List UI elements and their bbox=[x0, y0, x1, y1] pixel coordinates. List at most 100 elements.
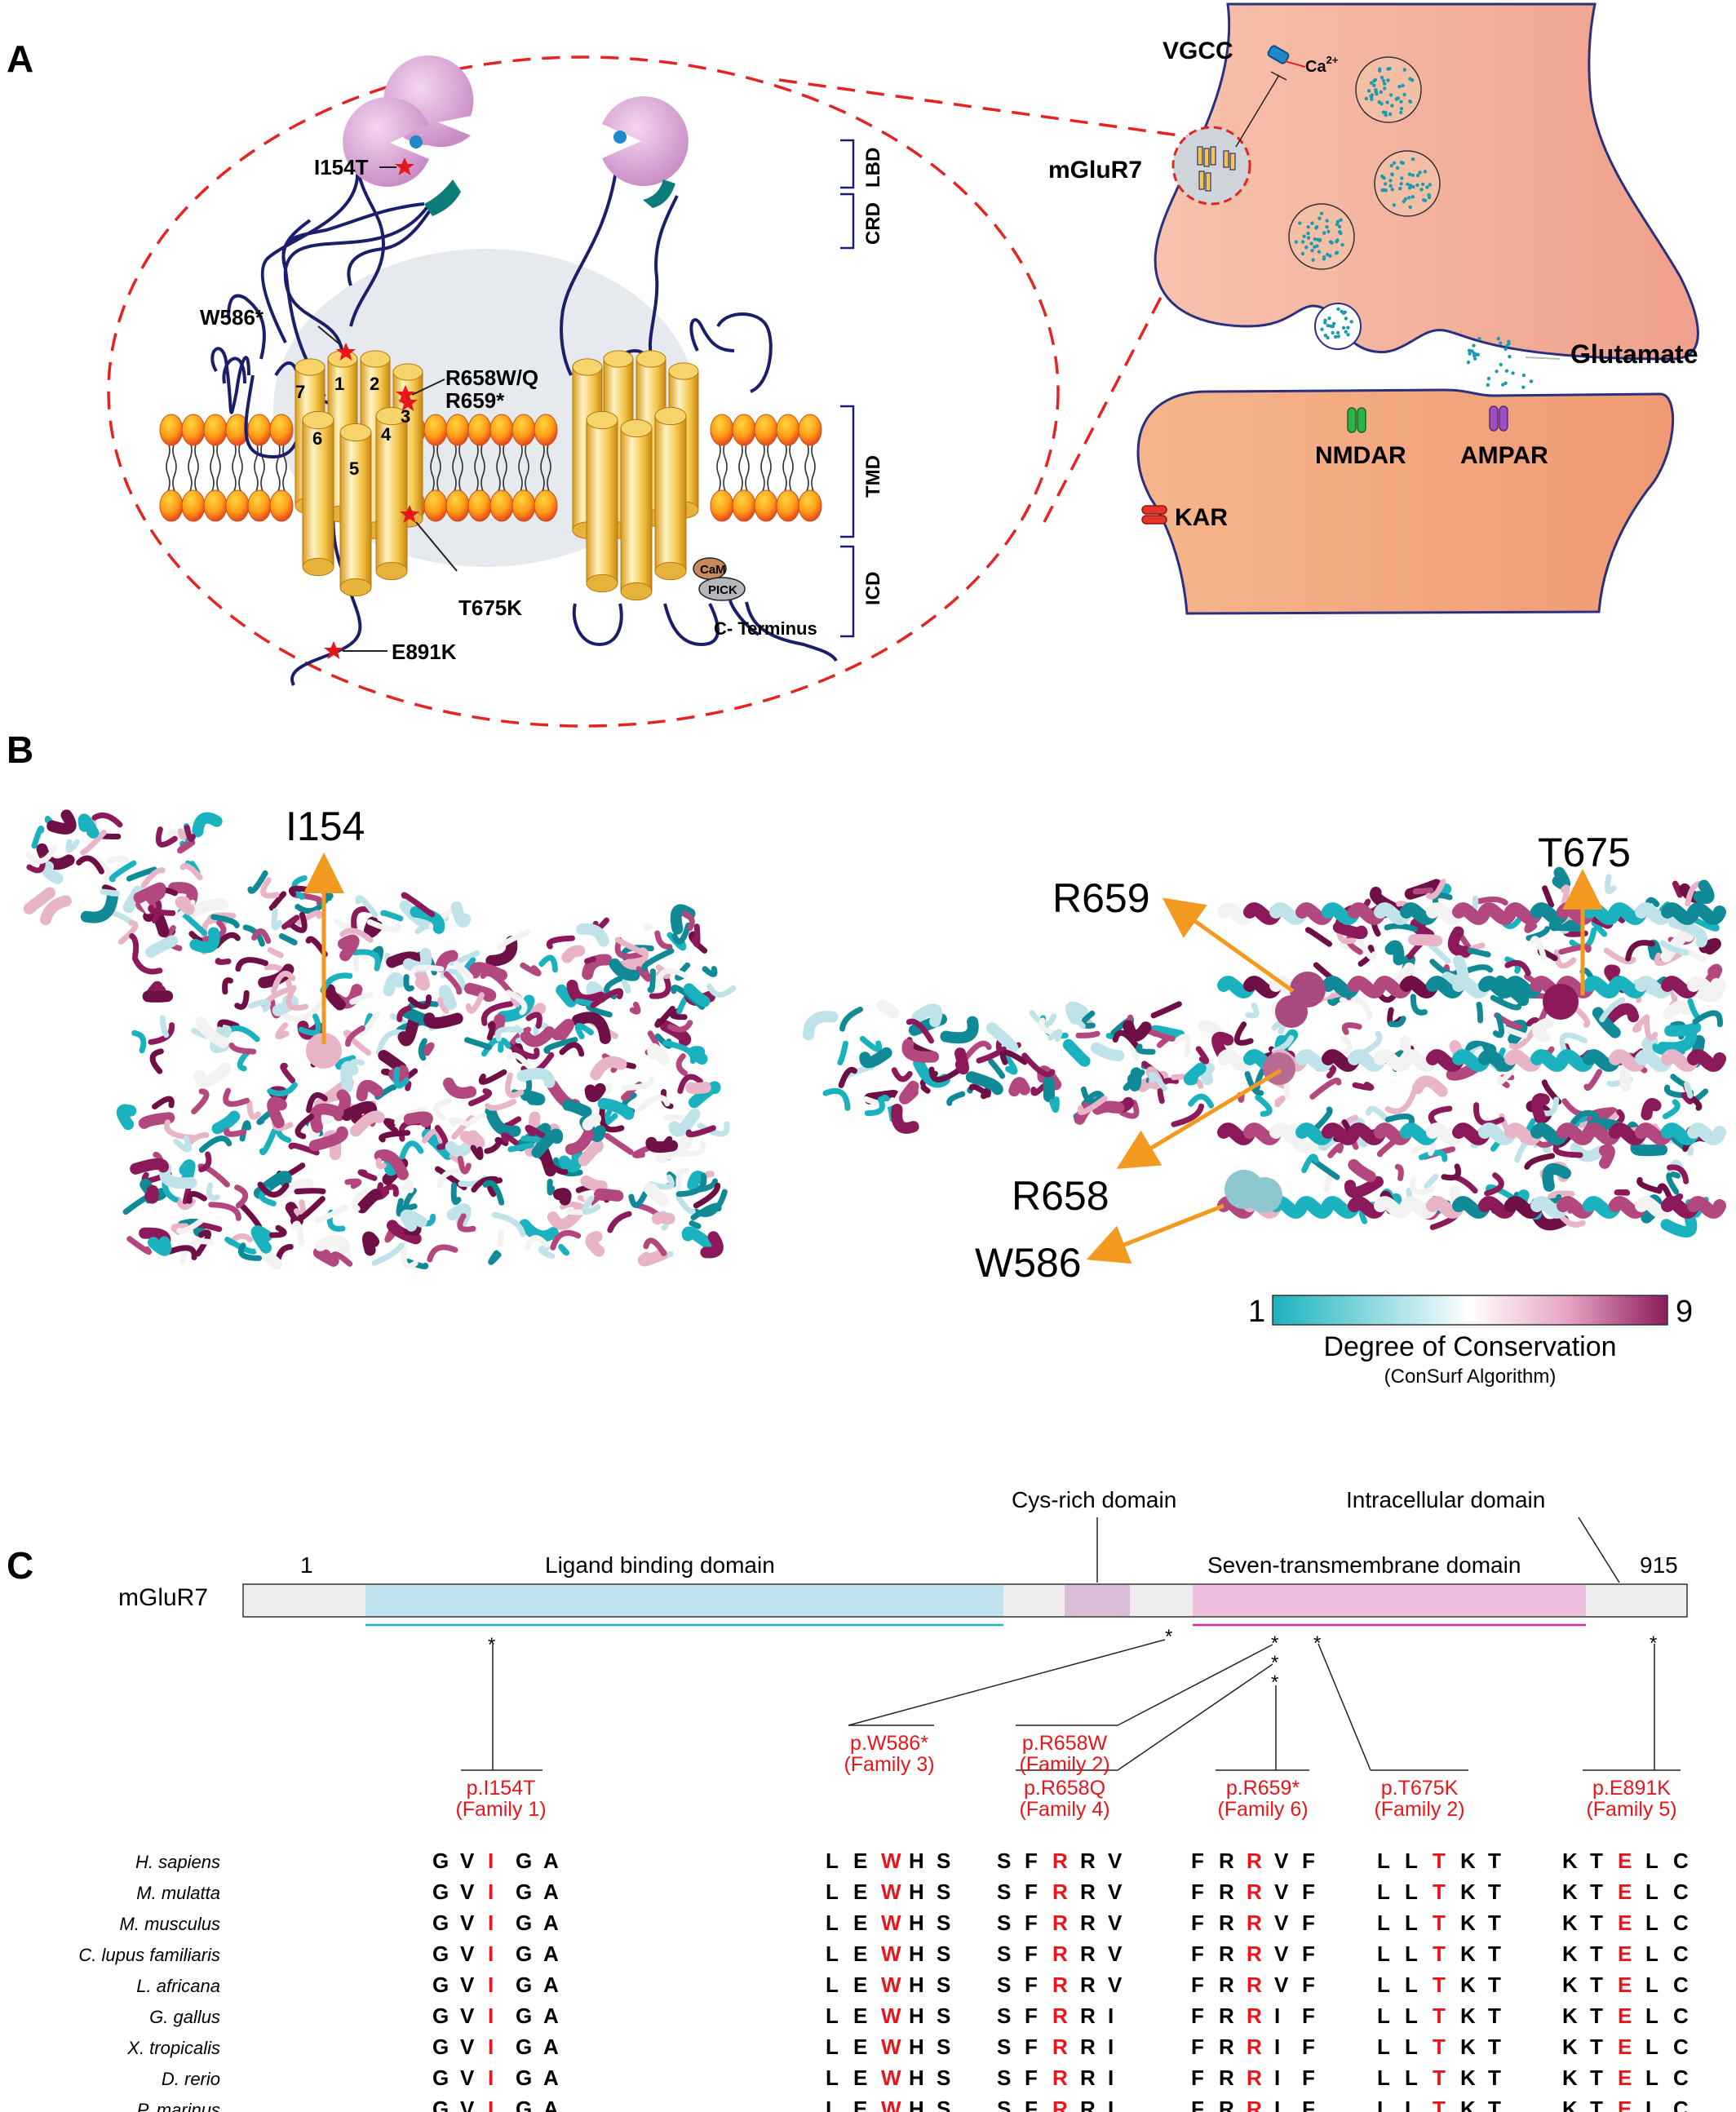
helix-cylinder bbox=[339, 423, 372, 597]
alignment-residue: H bbox=[909, 1973, 924, 1997]
glutamate-dots bbox=[1294, 66, 1432, 262]
alignment-residue: F bbox=[1302, 2097, 1315, 2112]
alignment-residue: T bbox=[1433, 2035, 1446, 2059]
alignment-residue: F bbox=[1025, 1880, 1038, 1904]
receptor-loops bbox=[210, 162, 838, 686]
lipid bbox=[534, 414, 558, 522]
alignment-residue: E bbox=[853, 2004, 867, 2028]
alignment-residue: R bbox=[1247, 1942, 1262, 1966]
alignment-residue: F bbox=[1025, 2035, 1038, 2059]
kar-icon bbox=[1141, 505, 1167, 525]
bracket-lbd: LBD bbox=[862, 148, 884, 188]
vc-w586-name: p.W586* bbox=[850, 1732, 928, 1755]
alignment-residue: F bbox=[1302, 1911, 1315, 1935]
star-r658-2: * bbox=[1271, 1652, 1278, 1674]
glutamate-pointer bbox=[1525, 356, 1561, 360]
alignment-residue: A bbox=[543, 1880, 559, 1904]
lipid bbox=[489, 414, 514, 522]
residue-arrows bbox=[303, 852, 1603, 1264]
alignment-residue: R bbox=[1247, 1973, 1262, 1997]
lipid bbox=[181, 414, 206, 522]
alignment-residue: I bbox=[488, 2066, 494, 2090]
alignment-residue: T bbox=[1488, 2066, 1501, 2090]
ca-arrow bbox=[1284, 60, 1306, 68]
vc-e891k-name: p.E891K bbox=[1592, 1777, 1671, 1800]
species-name: C. lupus familiaris bbox=[78, 1945, 220, 1965]
alignment-residue: F bbox=[1025, 1911, 1038, 1935]
alignment-residue: S bbox=[997, 1942, 1011, 1966]
c-terminus-label: C- Terminus bbox=[714, 618, 817, 639]
alignment-residue: R bbox=[1219, 1880, 1234, 1904]
alignment-residue: T bbox=[1433, 1942, 1446, 1966]
alignment-residue: E bbox=[1618, 2066, 1632, 2090]
alignment-residue: G bbox=[432, 2035, 449, 2059]
ampar-icon bbox=[1489, 405, 1508, 432]
alignment-residue: G bbox=[432, 1849, 449, 1873]
alignment-residue: I bbox=[1108, 2035, 1114, 2059]
alignment-residue: H bbox=[909, 1942, 924, 1966]
alignment-residue: G bbox=[516, 1880, 532, 1904]
alignment-residue: F bbox=[1302, 2004, 1315, 2028]
alignment-residue: V bbox=[460, 1942, 475, 1966]
alignment-residue: R bbox=[1247, 1849, 1262, 1873]
alignment-residue: L bbox=[1645, 1942, 1658, 1966]
alignment-residue: L bbox=[1405, 1849, 1418, 1873]
kar-label: KAR bbox=[1175, 504, 1228, 531]
vc-r658w-family: (Family 2) bbox=[1019, 1753, 1109, 1776]
alignment-residue: F bbox=[1302, 1849, 1315, 1873]
lipid bbox=[445, 414, 470, 522]
alignment-residue: H bbox=[909, 2035, 924, 2059]
lipid bbox=[754, 414, 778, 522]
alignment-residue: E bbox=[1618, 1911, 1632, 1935]
alignment-residue: L bbox=[826, 1849, 839, 1873]
alignment-residue: G bbox=[516, 2035, 532, 2059]
domain-brackets bbox=[840, 139, 855, 638]
alignment-residue: R bbox=[1219, 1911, 1234, 1935]
alignment-residue: E bbox=[1618, 1880, 1632, 1904]
variant-leaders bbox=[317, 166, 458, 652]
alignment-residue: V bbox=[460, 1911, 475, 1935]
alignment-residue: S bbox=[997, 2066, 1011, 2090]
alignment-residue: L bbox=[1645, 2035, 1658, 2059]
lipid-bilayer bbox=[159, 414, 822, 522]
species-name: X. tropicalis bbox=[126, 2038, 220, 2058]
alignment-residue: G bbox=[516, 1849, 532, 1873]
alignment-residue: W bbox=[881, 1911, 901, 1935]
alignment-residue: F bbox=[1191, 1880, 1204, 1904]
lipid bbox=[423, 414, 448, 522]
glutamate-label: Glutamate bbox=[1570, 339, 1698, 369]
alignment-residue: W bbox=[881, 2097, 901, 2112]
zoom-ellipse bbox=[107, 55, 1060, 728]
alignment-residue: E bbox=[853, 1911, 867, 1935]
alignment-residue: R bbox=[1080, 1942, 1096, 1966]
alignment-residue: A bbox=[543, 1973, 559, 1997]
star-i154: * bbox=[488, 1634, 495, 1656]
alignment-residue: R bbox=[1052, 1973, 1068, 1997]
alignment-residue: L bbox=[1645, 1849, 1658, 1873]
alignment-residue: T bbox=[1433, 2097, 1446, 2112]
alignment-residue: L bbox=[1645, 1911, 1658, 1935]
alignment-residue: T bbox=[1433, 2066, 1446, 2090]
alignment-residue: S bbox=[937, 2066, 950, 2090]
alignment-residue: R bbox=[1080, 1849, 1096, 1873]
alignment-residue: K bbox=[1562, 2004, 1578, 2028]
alignment-residue: I bbox=[488, 1849, 494, 1873]
icd-pointer bbox=[1578, 1516, 1620, 1583]
cam-label: CaM bbox=[700, 563, 726, 577]
alignment-residue: R bbox=[1247, 2066, 1262, 2090]
alignment-residue: T bbox=[1433, 1880, 1446, 1904]
variant-position-stars: * * * * * * * bbox=[488, 1626, 1657, 1694]
variant-w586: W586* bbox=[200, 305, 264, 330]
helix-number-1: 1 bbox=[334, 374, 344, 394]
alignment-residue: L bbox=[1377, 2066, 1390, 2090]
helix-number-5: 5 bbox=[349, 458, 359, 479]
variant-connector-lines bbox=[461, 1639, 1681, 1771]
alignment-residue: S bbox=[997, 2097, 1011, 2112]
alignment-residue: R bbox=[1219, 2004, 1234, 2028]
alignment-residue: E bbox=[853, 2035, 867, 2059]
alignment-residue: F bbox=[1191, 1942, 1204, 1966]
alignment-residue: K bbox=[1460, 1942, 1476, 1966]
alignment-residue: H bbox=[909, 2097, 924, 2112]
lipid bbox=[159, 414, 184, 522]
